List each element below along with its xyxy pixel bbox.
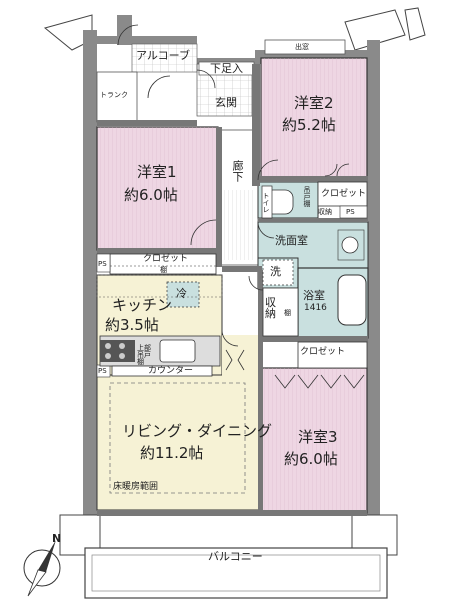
- corridor-label: 廊下: [231, 160, 244, 182]
- trunk-label: トランク: [100, 91, 128, 99]
- wet-fixtures: [261, 185, 367, 326]
- structural-walls: [43, 7, 426, 556]
- bedroom2-size: 約5.2帖: [282, 116, 336, 134]
- shelf-label-bath: 棚: [284, 309, 291, 317]
- bath-label: 浴室: [303, 289, 325, 302]
- alcove-label: アルコーブ: [136, 49, 191, 62]
- kitchen-size: 約3.5帖: [105, 316, 159, 334]
- closet-label-toilet: クロゼット: [321, 189, 367, 199]
- floor-heating-label: 床暖房範囲: [113, 482, 159, 492]
- shelf-label-bedroom1: 棚: [160, 266, 167, 274]
- compass-icon: [23, 540, 61, 597]
- bay-window-label: 出窓: [295, 43, 309, 51]
- bedroom1-name: 洋室1: [137, 163, 177, 181]
- doors: [117, 24, 365, 389]
- toilet-storage-label: 吊戸棚: [303, 186, 311, 207]
- floor-heating-area: [109, 382, 246, 494]
- storage-label-bath: 収納: [265, 296, 276, 320]
- internal-walls: [97, 64, 368, 516]
- living-size: 約11.2帖: [140, 444, 204, 462]
- bedroom2-name: 洋室2: [294, 94, 334, 112]
- living-name: リビング・ダイニング: [122, 422, 273, 440]
- toilet-label: トイレ: [262, 192, 270, 213]
- closet-label-bedroom1: クロゼット: [143, 254, 189, 264]
- washroom-label: 洗面室: [275, 234, 308, 247]
- room-fills: [84, 39, 388, 599]
- ps-label-bedroom1: PS: [98, 260, 107, 268]
- upper-cabinet-label: 上部吊戸棚: [137, 344, 151, 366]
- fridge-label: 冷: [176, 287, 187, 300]
- balcony-label: バルコニー: [208, 550, 263, 563]
- north-label: N: [52, 532, 62, 545]
- closet-label-bedroom3: クロゼット: [300, 347, 346, 357]
- kitchen-name: キッチン: [112, 296, 173, 314]
- storage-label-toilet: 収納: [318, 208, 332, 216]
- bedroom3-name: 洋室3: [298, 428, 338, 446]
- bedroom1-size: 約6.0帖: [124, 186, 178, 204]
- kitchen-fixtures: [96, 274, 223, 377]
- entrance-label: 玄関: [215, 96, 237, 109]
- bedroom3-size: 約6.0帖: [284, 450, 338, 468]
- shoe-storage-label: 下足入: [210, 62, 243, 75]
- counter-label: カウンター: [148, 366, 194, 376]
- bath-size-label: 1416: [304, 303, 327, 313]
- ps-label-toilet: PS: [346, 208, 355, 216]
- washer-label: 洗: [270, 265, 281, 278]
- closets: [96, 181, 368, 378]
- ps-label-kitchen: PS: [98, 367, 107, 375]
